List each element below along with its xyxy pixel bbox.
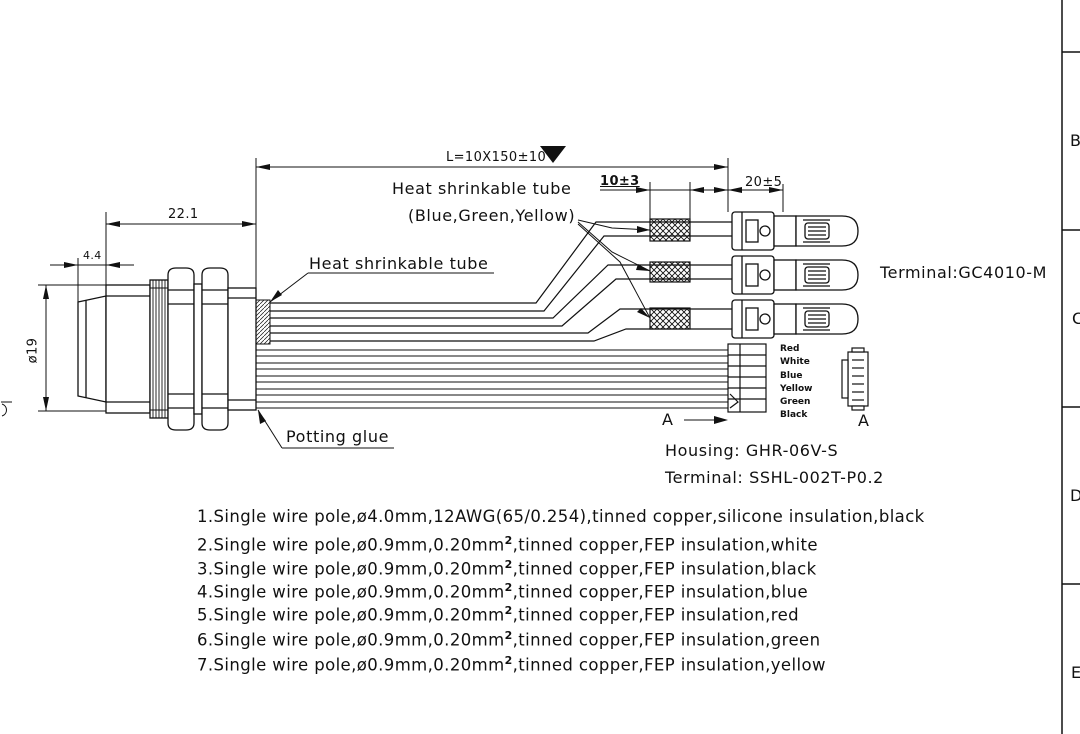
pin-color: Blue [780, 370, 803, 381]
wire-notes: 1.Single wire pole,ø4.0mm,12AWG(65/0.254… [197, 505, 925, 675]
housing-label: Housing: GHR-06V-S [665, 441, 839, 460]
potting-glue-zone [255, 299, 271, 345]
housing-end-view [841, 347, 869, 411]
terminal-length-dim: 20±5 [745, 175, 783, 190]
heat-shrink-colors-label: (Blue,Green,Yellow) [408, 206, 576, 225]
sleeve-offset-dim: 10±3 [600, 174, 640, 189]
heat-shrink-sleeves [649, 218, 691, 330]
pin-color: Black [780, 410, 808, 421]
note-line: 7.Single wire pole,ø0.9mm,0.20mm2,tinned… [197, 654, 826, 675]
frame-letter-d: D [1070, 486, 1080, 505]
dimension-arrows [43, 146, 783, 424]
dimension-lines [38, 158, 784, 449]
pin-color-list: Red White Blue Yellow Green Black [780, 343, 812, 423]
left-edge-mark [1, 401, 12, 417]
note-line: 2.Single wire pole,ø0.9mm,0.20mm2,tinned… [197, 534, 818, 555]
frame-letter-b: B [1070, 131, 1080, 150]
terminal-label: Terminal:GC4010-M [880, 263, 1048, 282]
banana-terminals [731, 211, 859, 339]
pin-color: Yellow [780, 383, 813, 394]
banana-terminal [731, 299, 859, 339]
heat-shrink-colored-label: Heat shrinkable tube [392, 179, 572, 198]
banana-terminal [731, 211, 859, 251]
view-a-right: A [858, 411, 870, 430]
heat-shrink-label: Heat shrinkable tube [309, 254, 489, 273]
connector-body [77, 267, 257, 431]
diameter-dim: ø19 [25, 337, 41, 364]
frame-letter-c: C [1072, 309, 1080, 328]
note-line: 6.Single wire pole,ø0.9mm,0.20mm2,tinned… [197, 629, 821, 650]
body-length-dim: 22.1 [168, 207, 199, 222]
note-line: 3.Single wire pole,ø0.9mm,0.20mm2,tinned… [197, 558, 817, 579]
ghr-housing [727, 343, 767, 413]
note-line: 5.Single wire pole,ø0.9mm,0.20mm2,tinned… [197, 604, 800, 625]
potting-glue-label: Potting glue [286, 427, 390, 446]
pin-color: White [780, 357, 810, 368]
banana-terminal [731, 255, 859, 295]
signal-wires [256, 349, 728, 409]
note-line: 1.Single wire pole,ø4.0mm,12AWG(65/0.254… [197, 507, 925, 526]
triangle-symbol [540, 146, 566, 163]
note-line: 4.Single wire pole,ø0.9mm,0.20mm2,tinned… [197, 581, 809, 602]
total-length-dim: L=10X150±10 [446, 150, 547, 165]
view-a-left: A [662, 410, 674, 429]
pin-color: Green [780, 397, 811, 408]
drawing-frame [1061, 0, 1080, 734]
frame-letter-e: E [1071, 663, 1080, 682]
pin-color: Red [780, 344, 800, 354]
flange-dim: 4.4 [83, 249, 102, 262]
housing-terminal-label: Terminal: SSHL-002T-P0.2 [665, 468, 884, 487]
